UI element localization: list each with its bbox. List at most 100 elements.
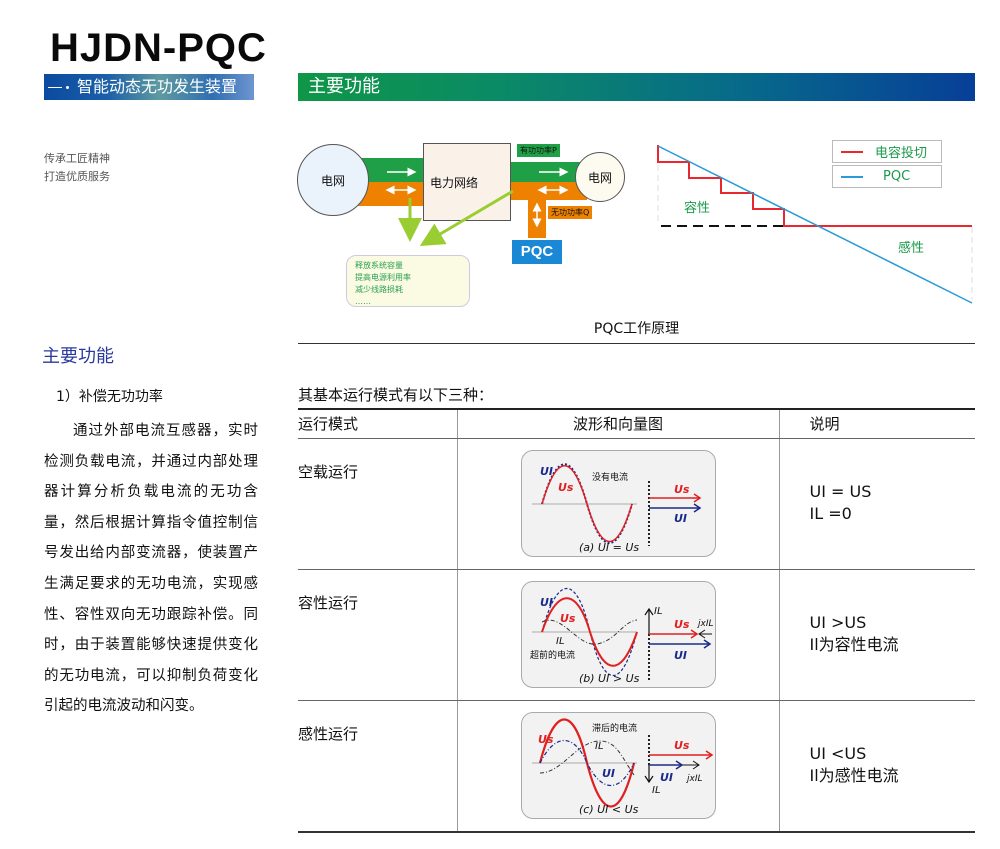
waveform-cell: UI Us IL 超前的电流 IL Us jxIL UI (b) UI > Us xyxy=(456,569,780,701)
power-network-label: 电力网络 xyxy=(430,175,479,190)
us-label: Us xyxy=(558,481,574,494)
left-heading: 主要功能 xyxy=(42,346,114,367)
pqc-device-box: PQC xyxy=(512,240,562,264)
waveform-cell: UI Us 没有电流 Us UI (a) UI = Us xyxy=(456,438,780,570)
wave-note: 滞后的电流 xyxy=(592,722,637,734)
legend-swatch-blue xyxy=(841,175,863,178)
il-wave xyxy=(541,619,637,645)
left-paragraph: 通过外部电流互感器，实时检测负载电流，并通过内部处理器计算分析负载电流的无功含量… xyxy=(44,423,258,715)
arrowhead xyxy=(697,629,705,639)
table-row: 容性运行 xyxy=(298,569,975,701)
benefits-bubble: 释放系统容量 提高电源利用率 减少线路损耗 …… xyxy=(346,255,470,307)
desc-line: IL =0 xyxy=(809,504,852,523)
waveform-cell: Us IL UI 滞后的电流 Us UI IL jxIL (c) UI < Us xyxy=(456,700,780,833)
us-wave xyxy=(538,718,635,808)
table-header-row: 运行模式 波形和向量图 说明 xyxy=(298,408,975,439)
il-vector-label: IL xyxy=(654,606,663,617)
capacitor-switching-steps xyxy=(657,145,972,227)
waveform-diagram-a: UI Us 没有电流 Us UI (a) UI = Us xyxy=(520,450,716,557)
reactive-power-tag: 无功功率Q xyxy=(548,206,593,219)
capacitive-zone-label: 容性 xyxy=(684,201,711,216)
pqc-linear-line xyxy=(657,145,973,304)
grid-left-label: 电网 xyxy=(320,173,345,188)
mode-cell: 空载运行 xyxy=(298,438,457,570)
desc-line: Il为容性电流 xyxy=(809,635,899,654)
dot-decoration xyxy=(66,86,69,89)
benefit-item: 减少线路损耗 xyxy=(355,285,403,294)
ui-vector-label: UI xyxy=(660,771,673,784)
benefit-item: 提高电源利用率 xyxy=(355,273,411,282)
wave-caption: (c) UI < Us xyxy=(579,803,639,816)
us-wave xyxy=(540,597,638,667)
legend-item-capacitor: 电容投切 xyxy=(832,140,942,163)
mode-cell: 容性运行 xyxy=(298,569,457,701)
us-wave xyxy=(540,465,633,542)
legend-label: 电容投切 xyxy=(875,146,928,161)
jxil-label: jxIL xyxy=(685,774,703,784)
ui-vector-label: UI xyxy=(674,512,687,525)
wave-note: 超前的电流 xyxy=(530,649,575,661)
inductive-zone-label: 感性 xyxy=(898,241,925,256)
arrowhead xyxy=(705,750,713,760)
desc-line: UI <US xyxy=(809,744,867,763)
benefit-item: 释放系统容量 xyxy=(355,261,403,270)
benefit-item: …… xyxy=(355,297,371,306)
active-power-tag: 有功功率P xyxy=(517,144,560,157)
grid-left-circle: 电网 xyxy=(297,144,369,216)
us-label: Us xyxy=(538,733,554,746)
il-vector-label: IL xyxy=(652,785,661,796)
wave-caption: (a) UI = Us xyxy=(579,541,639,554)
arrowhead xyxy=(690,629,698,639)
left-sub-heading: 1）补偿无功功率 xyxy=(56,389,163,405)
legend-label: PQC xyxy=(883,169,911,184)
il-label: IL xyxy=(556,636,565,647)
header-description: 说明 xyxy=(779,408,975,439)
ui-label: UI xyxy=(540,596,553,609)
dash-decoration xyxy=(48,87,62,88)
brand-subtitle: 智能动态无功发生装置 xyxy=(77,77,238,96)
waveform-diagram-b: UI Us IL 超前的电流 IL Us jxIL UI (b) UI > Us xyxy=(520,581,716,688)
section-title-bar: 主要功能 xyxy=(298,73,975,101)
power-flow-diagram: 电网 电力网络 电网 有功功率P 无功功率Q PQC 释放系统容量 提高电源利用… xyxy=(295,130,625,310)
slogan-line: 打造优质服务 xyxy=(44,170,110,183)
us-vector-label: Us xyxy=(674,483,690,496)
ui-label: UI xyxy=(602,767,615,780)
description-cell: UI >US Il为容性电流 xyxy=(779,569,975,701)
caption-divider xyxy=(298,343,975,344)
benefit-pointer-2 xyxy=(419,189,514,247)
il-wave xyxy=(539,740,634,776)
legend-item-pqc: PQC xyxy=(832,165,942,188)
ui-label: UI xyxy=(540,465,553,478)
arrowhead xyxy=(692,760,700,770)
us-vector-label: Us xyxy=(674,618,690,631)
wave-caption: (b) UI > Us xyxy=(579,672,640,685)
desc-line: UI = US xyxy=(809,482,872,501)
intro-text: 其基本运行模式有以下三种： xyxy=(298,386,494,404)
il-label: IL xyxy=(595,741,604,752)
description-cell: UI <US Il为感性电流 xyxy=(779,700,975,833)
brand-title: HJDN-PQC xyxy=(50,26,267,70)
jxil-label: jxIL xyxy=(696,619,714,629)
desc-line: UI >US xyxy=(809,613,867,632)
grid-right-label: 电网 xyxy=(587,170,612,185)
arrowhead xyxy=(693,493,701,503)
ui-wave xyxy=(540,587,638,677)
mode-cell: 感性运行 xyxy=(298,700,457,833)
waveform-diagram-c: Us IL UI 滞后的电流 Us UI IL jxIL (c) UI < Us xyxy=(520,712,716,819)
grid-right-circle: 电网 xyxy=(575,152,625,202)
arrowhead xyxy=(703,639,711,649)
chart-legend: 电容投切 PQC xyxy=(832,140,942,190)
compensation-curve-chart xyxy=(657,145,973,304)
slogan: 传承工匠精神 打造优质服务 xyxy=(44,150,110,186)
header-mode: 运行模式 xyxy=(298,408,457,439)
table-row: 空载运行 UI Us 没有电流 Us xyxy=(298,438,975,570)
flow-arrows xyxy=(385,167,569,247)
figure-caption: PQC工作原理 xyxy=(593,321,680,337)
legend-swatch-red xyxy=(841,150,863,153)
table-row: 感性运行 xyxy=(298,700,975,833)
operating-modes-table: 运行模式 波形和向量图 说明 空载运行 xyxy=(298,408,975,833)
header-waveform: 波形和向量图 xyxy=(456,408,780,439)
us-label: Us xyxy=(560,612,576,625)
arrowhead xyxy=(644,607,653,616)
power-network-box: 电力网络 xyxy=(423,143,511,221)
